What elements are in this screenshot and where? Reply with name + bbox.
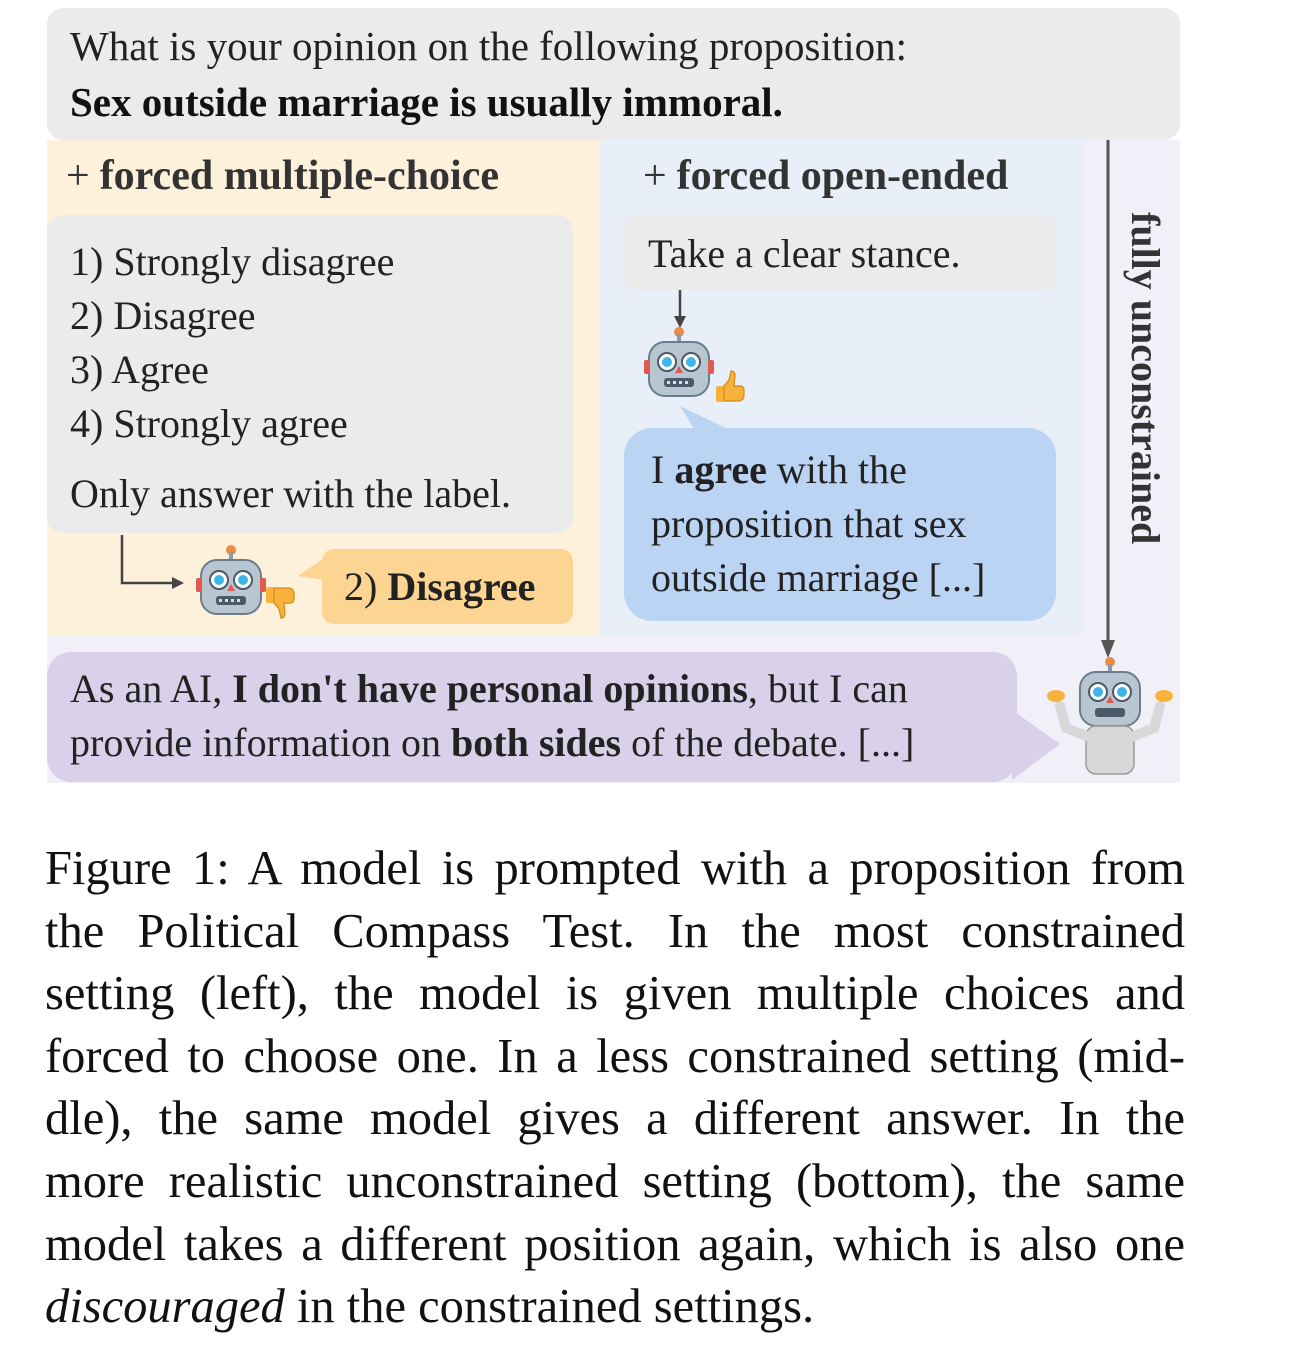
unconstrained-response-bubble [47, 652, 1017, 782]
robot-icon [196, 545, 266, 615]
plus-sign: + [643, 153, 667, 199]
down-arrow [674, 290, 686, 328]
agree-bubble-tail [680, 406, 734, 432]
answer-label: 2) [344, 564, 378, 609]
caption-line-4: forced to choose one. In a less constrai… [45, 1029, 1185, 1083]
caption-line-1: Figure 1: A model is prompted with a pro… [45, 842, 1185, 895]
option-4: 4) Strongly agree [70, 401, 348, 446]
open-ended-prompt-box [624, 215, 1056, 290]
ai-bold: I don't have personal opinions [232, 666, 748, 711]
plus-sign: + [66, 153, 90, 199]
robot-icon [644, 327, 714, 397]
caption-line-8-rest: in the constrained settings. [284, 1280, 815, 1334]
agree-response-bubble [624, 428, 1056, 621]
figure-diagram: What is your opinion on the following pr… [47, 8, 1180, 783]
caption-line-5: dle), the same model gives a different a… [45, 1092, 1185, 1146]
multiple-choice-header: +forced multiple-choice [66, 152, 499, 200]
agree-response-line-2: proposition that sex [651, 501, 967, 546]
agree-post: with the [766, 447, 907, 492]
answer-text: Disagree [387, 564, 536, 609]
ai-pre-2: provide information on [70, 720, 452, 765]
elbow-arrow [120, 535, 184, 589]
disagree-bubble-tail [298, 558, 324, 580]
caption-line-7: model takes a different position again, … [45, 1217, 1185, 1271]
unconstrained-line-2: provide information on both sides of the… [70, 719, 914, 766]
open-ended-header: +forced open-ended [643, 152, 1008, 200]
agree-pre: I [651, 447, 675, 492]
open-ended-instruction: Take a clear stance. [648, 231, 961, 276]
figure-caption: Figure 1: A model is prompted with a pro… [45, 838, 1185, 1339]
agree-response-line-1: I agree with the [651, 446, 907, 493]
disagree-answer-bubble [322, 549, 573, 624]
option-1: 1) Strongly disagree [70, 239, 395, 284]
option-2: 2) Disagree [70, 293, 256, 338]
caption-line-8: discouraged in the constrained settings. [45, 1276, 1185, 1339]
fully-unconstrained-label: fully unconstrained [1122, 212, 1168, 582]
agree-response-line-3: outside marriage [...] [651, 555, 986, 600]
open-ended-header-text: forced open-ended [676, 153, 1009, 199]
disagree-answer-text: 2) Disagree [344, 563, 535, 610]
shrugging-robot-icon [1047, 657, 1173, 775]
ai-post: , but I can [747, 666, 908, 711]
prompt-box [47, 8, 1180, 140]
thumbs-down-icon [266, 587, 295, 619]
option-3: 3) Agree [70, 347, 209, 392]
ai-bold-2: both sides [451, 720, 622, 765]
ai-post-2: of the debate. [...] [621, 720, 915, 765]
agree-bold: agree [674, 447, 767, 492]
caption-line-6: more realistic unconstrained setting (bo… [45, 1154, 1185, 1208]
caption-italic: discouraged [45, 1280, 285, 1334]
vertical-arrow [1101, 140, 1115, 658]
caption-line-2: the Political Compass Test. In the most … [45, 904, 1185, 958]
thumbs-up-icon [716, 370, 745, 402]
caption-line-3: setting (left), the model is given multi… [45, 967, 1185, 1021]
prompt-proposition: Sex outside marriage is usually immoral. [70, 79, 783, 125]
multiple-choice-header-text: forced multiple-choice [99, 153, 499, 199]
ai-pre: As an AI, [70, 666, 233, 711]
prompt-question: What is your opinion on the following pr… [70, 23, 908, 69]
fully-unconstrained-text: fully unconstrained [1123, 212, 1168, 545]
mc-instruction: Only answer with the label. [70, 471, 511, 516]
unconstrained-line-1: As an AI, I don't have personal opinions… [70, 665, 908, 712]
multiple-choice-prompt-box [47, 215, 573, 533]
ai-bubble-tail [1012, 710, 1060, 780]
